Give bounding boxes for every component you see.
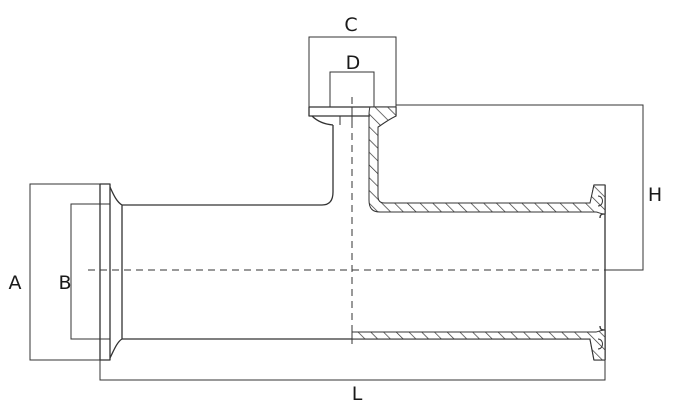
label-l: L bbox=[352, 383, 363, 405]
dim-d-line bbox=[329, 71, 375, 107]
dimension-labels: A B C D H L bbox=[9, 14, 663, 405]
label-c: C bbox=[344, 14, 357, 36]
label-h: H bbox=[648, 184, 662, 206]
dim-a-line bbox=[29, 183, 100, 361]
centerlines bbox=[88, 97, 643, 346]
right-groove-top bbox=[597, 195, 603, 207]
label-d: D bbox=[346, 52, 361, 74]
dim-h-line bbox=[396, 104, 644, 271]
dim-l-line bbox=[99, 360, 606, 381]
branch-ferrule-collar-left bbox=[311, 115, 334, 126]
dim-c-line bbox=[308, 36, 397, 107]
branch-wall-section bbox=[368, 106, 606, 215]
left-ferrule-collar bbox=[109, 186, 123, 359]
dimension-lines bbox=[29, 36, 644, 381]
label-b: B bbox=[58, 272, 71, 294]
dim-b-line bbox=[70, 203, 110, 340]
cut-section bbox=[351, 106, 606, 361]
run-bottom-wall-section bbox=[351, 329, 606, 361]
label-a: A bbox=[9, 272, 22, 294]
left-ferrule-flange bbox=[99, 183, 111, 361]
run-top-edge bbox=[122, 125, 334, 206]
right-groove-bottom bbox=[597, 338, 603, 350]
